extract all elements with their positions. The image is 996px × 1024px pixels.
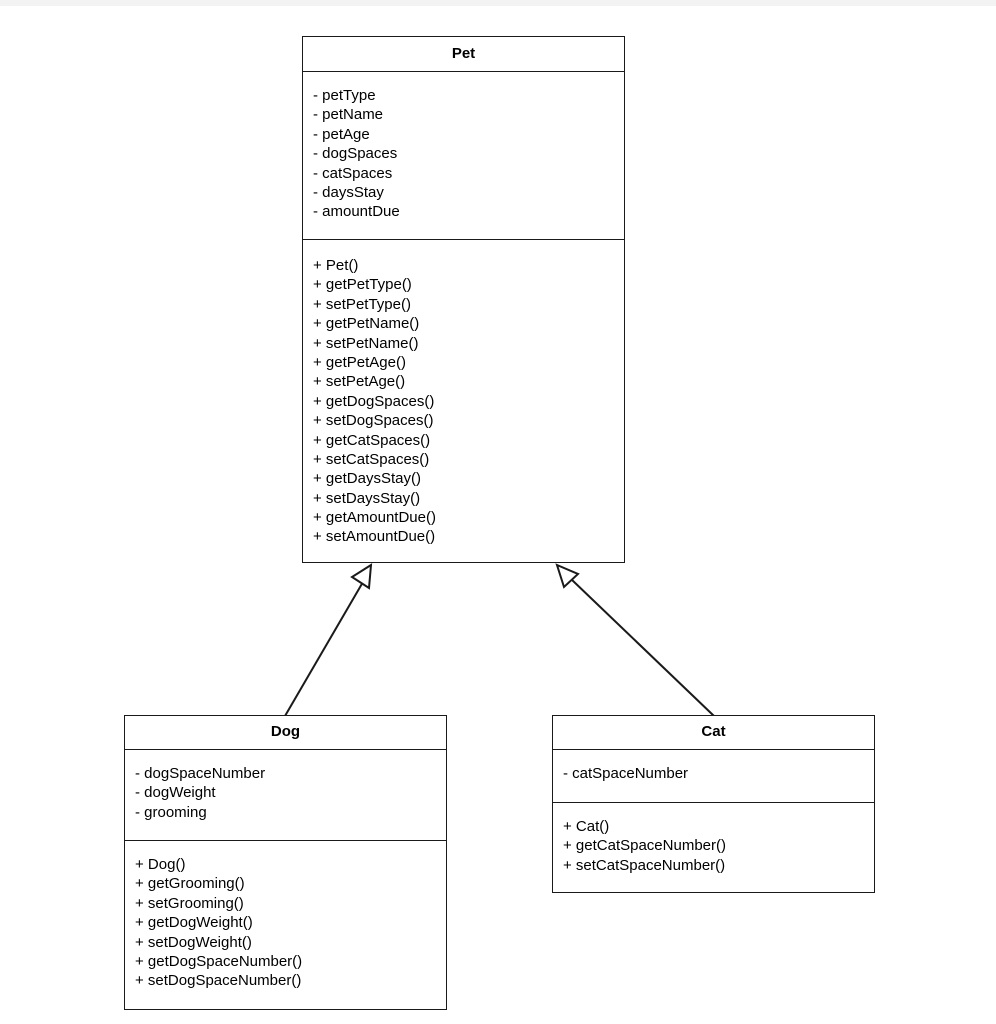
dog-to-pet-line [284, 581, 364, 717]
attributes-compartment: - catSpaceNumber [553, 750, 874, 803]
attribute: - dogWeight [135, 784, 216, 802]
attribute: - dogSpaces [313, 145, 398, 163]
method: + getCatSpaceNumber() [563, 837, 726, 855]
attribute: - petAge [313, 125, 370, 143]
method: + setDogWeight() [135, 933, 252, 951]
method: + getDogSpaces() [313, 392, 435, 410]
class-dog[interactable]: Dog - dogSpaceNumber - dogWeight - groom… [124, 715, 447, 1010]
method: + setDaysStay() [313, 489, 421, 507]
attributes-compartment: - petType - petName - petAge - dogSpaces… [303, 72, 624, 240]
methods-compartment: + Dog() + getGrooming() + setGrooming() … [125, 841, 446, 991]
cat-generalization-arrowhead [555, 563, 580, 589]
methods-compartment: + Cat() + getCatSpaceNumber() + setCatSp… [553, 803, 874, 875]
top-strip [0, 0, 996, 6]
method: + setDogSpaceNumber() [135, 972, 302, 990]
dog-generalization-arrowhead [350, 563, 373, 590]
method: + Dog() [135, 856, 186, 873]
attribute: - daysStay [313, 183, 384, 201]
method: + Pet() [313, 257, 359, 274]
method: + getDogWeight() [135, 914, 253, 932]
cat-to-pet-line [570, 578, 715, 717]
method: + setDogSpaces() [313, 412, 434, 430]
class-name: Cat [553, 716, 874, 750]
attribute: - amountDue [313, 203, 400, 221]
method: + setPetType() [313, 295, 411, 313]
method: + getPetType() [313, 276, 412, 294]
method: + getAmountDue() [313, 509, 436, 527]
method: + getPetAge() [313, 353, 406, 371]
methods-compartment: + Pet() + getPetType() + setPetType() + … [303, 240, 624, 547]
method: + setAmountDue() [313, 528, 436, 546]
attribute: - petType [313, 87, 376, 104]
method: + getDaysStay() [313, 470, 421, 488]
attribute: - petName [313, 106, 384, 124]
method: + setPetName() [313, 334, 419, 352]
method: + getCatSpaces() [313, 431, 431, 449]
method: + getDogSpaceNumber() [135, 952, 303, 970]
attribute: - dogSpaceNumber [135, 765, 266, 782]
attribute: - catSpaceNumber [563, 765, 689, 782]
method: + getPetName() [313, 315, 420, 333]
method: + Cat() [563, 818, 610, 835]
class-cat[interactable]: Cat - catSpaceNumber + Cat() + getCatSpa… [552, 715, 875, 893]
method: + setCatSpaceNumber() [563, 856, 726, 874]
attributes-compartment: - dogSpaceNumber - dogWeight - grooming [125, 750, 446, 841]
class-name: Dog [125, 716, 446, 750]
class-name: Pet [303, 37, 624, 72]
class-pet[interactable]: Pet - petType - petName - petAge - dogSp… [302, 36, 625, 563]
attribute: - grooming [135, 803, 207, 821]
method: + setGrooming() [135, 894, 244, 912]
method: + setCatSpaces() [313, 450, 430, 468]
method: + setPetAge() [313, 373, 406, 391]
attribute: - catSpaces [313, 164, 393, 182]
method: + getGrooming() [135, 875, 245, 893]
